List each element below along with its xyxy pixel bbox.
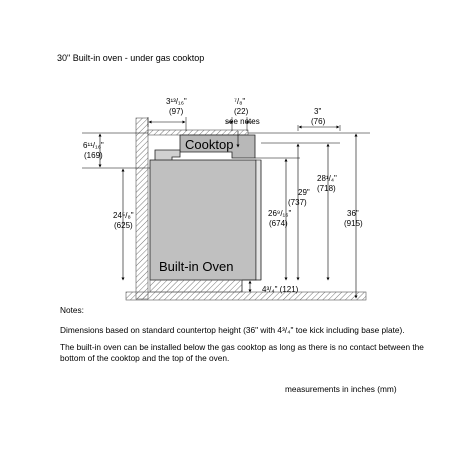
dim-6-11-16: 6¹¹/₁₆": [83, 141, 104, 150]
dim-36: 36": [347, 209, 359, 218]
notes-paragraph-2: The built-in oven can be installed below…: [60, 342, 424, 363]
see-notes-label: see notes: [225, 117, 260, 126]
dim-22: (22): [234, 107, 249, 116]
dim-26-9-16: 26⁹/₁₆": [268, 209, 291, 218]
dimension-arrows: [98, 120, 358, 299]
notes-heading: Notes:: [60, 305, 84, 315]
dim-3: 3": [314, 107, 321, 116]
dim-915: (915): [344, 219, 363, 228]
dim-base: 4³/₄" (121): [262, 285, 299, 294]
dim-737: (737): [288, 198, 307, 207]
dim-7-8: ⁷/₈": [234, 97, 245, 106]
oven-body: [149, 159, 257, 281]
cooktop-label: Cooktop: [185, 137, 233, 152]
units-note: measurements in inches (mm): [285, 384, 397, 394]
base-plinth: [149, 279, 243, 293]
dim-625: (625): [114, 221, 133, 230]
countertop: [147, 129, 249, 136]
page-title: 30" Built-in oven - under gas cooktop: [57, 53, 205, 63]
notes-paragraph-1: Dimensions based on standard countertop …: [60, 324, 405, 335]
dim-674: (674): [269, 219, 288, 228]
dim-76: (76): [311, 117, 326, 126]
floor: [125, 291, 367, 301]
dim-3-13-16: 3¹³/₁₆": [166, 97, 187, 106]
dim-169: (169): [84, 151, 103, 160]
dim-29: 29": [298, 188, 310, 197]
dim-97: (97): [169, 107, 184, 116]
oven-door-strip: [255, 159, 262, 281]
reference-lines: [82, 117, 370, 169]
dim-718: (718): [317, 184, 336, 193]
dim-24-5-8: 24⁵/₈": [113, 211, 134, 220]
notes-section: Notes: Dimensions based on standard coun…: [60, 305, 440, 370]
back-wall: [135, 117, 149, 300]
oven-label: Built-in Oven: [159, 259, 233, 274]
dim-28-1-4: 28¹/₄": [317, 174, 337, 183]
cabinet-side: [241, 160, 262, 292]
